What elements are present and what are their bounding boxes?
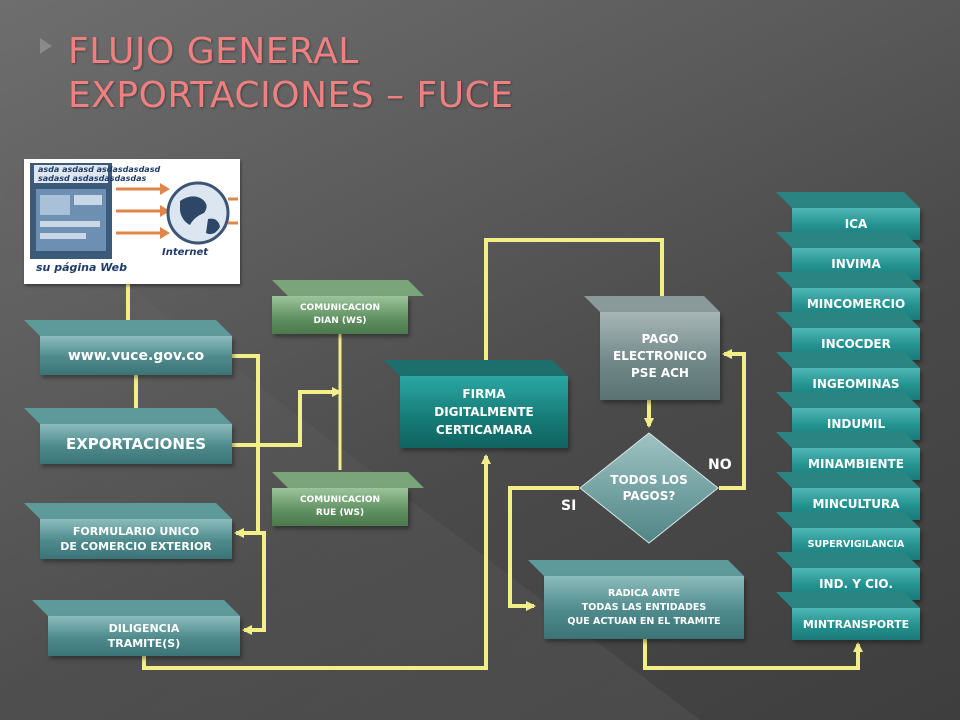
entity-mintransporte-label: MINTRANSPORTE xyxy=(802,617,910,631)
connector-radica-to-entities xyxy=(643,639,863,670)
web-page-label: su página Web xyxy=(36,261,127,274)
step-vuce-box: www.vuce.gov.co xyxy=(24,320,232,375)
step-radica-line2: TODAS LAS ENTIDADES xyxy=(581,601,707,613)
decision-si-label: SI xyxy=(561,498,577,514)
entity-incocder-label: INCOCDER xyxy=(821,337,891,351)
web-internet-illustration: asda asdasd asdasdasdasd sadasd asdasdas… xyxy=(24,159,240,284)
step-dian-box: COMUNICACION DIAN (WS) xyxy=(272,280,424,334)
entity-indumil-label: INDUMIL xyxy=(826,417,886,431)
step-diligencia-box: DILIGENCIA TRAMITE(S) xyxy=(32,600,240,656)
step-diligencia-line1: DILIGENCIA xyxy=(108,622,180,635)
step-formulario-line2: DE COMERCIO EXTERIOR xyxy=(60,540,212,553)
step-firma-line1: FIRMA xyxy=(462,387,506,401)
connector-decision-si xyxy=(508,486,579,611)
step-radica-line3: QUE ACTUAN EN EL TRAMITE xyxy=(567,615,721,627)
entity-minambiente-label: MINAMBIENTE xyxy=(808,457,904,471)
decision-line2: PAGOS? xyxy=(622,489,676,503)
banner-text-2: sadasd asdasdasdasdas xyxy=(38,174,147,183)
step-pago-line1: PAGO xyxy=(641,331,679,346)
page-title: FLUJO GENERAL EXPORTACIONES – FUCE xyxy=(68,30,513,118)
entity-supervigilancia-label: SUPERVIGILANCIA xyxy=(807,538,905,550)
step-radica-box: RADICA ANTE TODAS LAS ENTIDADES QUE ACTU… xyxy=(528,560,744,639)
entity-mincultura-label: MINCULTURA xyxy=(812,497,900,511)
entity-ica-label: ICA xyxy=(844,217,868,231)
step-pago-line2: ELECTRONICO xyxy=(613,348,707,363)
step-firma-line2: DIGITALMENTE xyxy=(434,405,534,419)
step-exportaciones-box: EXPORTACIONES xyxy=(24,408,232,464)
title-line-1: FLUJO GENERAL xyxy=(68,31,359,72)
internet-diagram-icon xyxy=(30,163,238,259)
connector-diligencia-to-firma xyxy=(142,454,491,670)
internet-label: Internet xyxy=(162,247,209,258)
step-dian-line1: COMUNICACION xyxy=(299,303,381,313)
decision-no-label: NO xyxy=(708,457,732,473)
entity-mincomercio-label: MINCOMERCIO xyxy=(806,297,906,311)
entity-mintransporte: MINTRANSPORTE xyxy=(776,592,920,640)
step-radica-line1: RADICA ANTE xyxy=(608,587,680,599)
banner-text-1: asda asdasd asdasdasdasd xyxy=(38,165,161,174)
step-dian-line2: DIAN (WS) xyxy=(313,316,367,326)
decision-diamond: TODOS LOS PAGOS? xyxy=(579,432,719,544)
step-firma-box: FIRMA DIGITALMENTE CERTICAMARA xyxy=(384,360,568,448)
step-formulario-line1: FORMULARIO UNICO xyxy=(72,525,200,538)
entity-ind-y-cio-label: IND. Y CIO. xyxy=(819,577,893,591)
step-firma-line3: CERTICAMARA xyxy=(435,423,533,437)
connector-to-diligencia xyxy=(242,531,266,635)
step-formulario-box: FORMULARIO UNICO DE COMERCIO EXTERIOR xyxy=(24,503,232,559)
entity-invima-label: INVIMA xyxy=(831,257,881,271)
step-rue-box: COMUNICACION RUE (WS) xyxy=(272,472,424,526)
decision-diamond-shape xyxy=(579,432,719,544)
step-pago-box: PAGO ELECTRONICO PSE ACH xyxy=(584,296,720,400)
step-exportaciones-label: EXPORTACIONES xyxy=(65,435,207,453)
entity-ingeominas-label: INGEOMINAS xyxy=(812,377,900,391)
connector-exportaciones-branch xyxy=(232,387,342,447)
decision-line1: TODOS LOS xyxy=(610,473,688,487)
step-diligencia-line2: TRAMITE(S) xyxy=(107,637,181,650)
step-rue-line2: RUE (WS) xyxy=(315,508,365,518)
connector-decision-no xyxy=(719,349,746,490)
title-line-2: EXPORTACIONES – FUCE xyxy=(68,75,514,116)
step-vuce-label: www.vuce.gov.co xyxy=(67,347,205,364)
connector-firma-to-pago xyxy=(484,238,664,360)
step-rue-line1: COMUNICACION xyxy=(299,495,381,505)
title-bullet-icon xyxy=(40,38,52,54)
step-pago-line3: PSE ACH xyxy=(631,365,689,380)
